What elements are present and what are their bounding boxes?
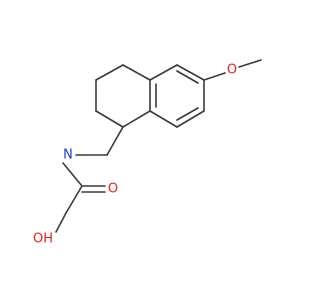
structure-canvas: O N O OH — [33, 59, 262, 247]
bond-c6-c5-inner — [176, 70, 199, 84]
bond-c1-ch2 — [106, 126, 124, 156]
bond-c8-c7-inner — [176, 107, 199, 121]
bond-c4a-c4 — [122, 64, 151, 81]
hydroxyl-label: OH — [33, 232, 53, 247]
carbonyl-oxygen-label: O — [108, 182, 118, 197]
amide-nitrogen-label: N — [63, 148, 73, 163]
bond-o-c6 — [203, 72, 226, 81]
methoxy-oxygen-label: O — [227, 63, 237, 78]
bond-methyl-o — [238, 59, 262, 68]
bond-c8a-c8 — [149, 110, 178, 128]
bond-c2-c1 — [95, 110, 124, 128]
bond-n-carbonyl — [62, 162, 83, 187]
bond-c1-c8a — [122, 110, 151, 128]
bond-carbonyl-ch2 — [65, 185, 83, 214]
molecule-diagram: O N O OH — [33, 59, 262, 247]
bond-ch2-oh — [55, 212, 67, 233]
bond-c4-c3 — [95, 64, 124, 81]
bond-c5-c4a — [149, 64, 178, 81]
bond-c8-c7 — [176, 110, 205, 128]
bonds — [55, 59, 262, 233]
bond-c6-c5 — [176, 64, 205, 81]
atom-labels: O N O OH — [33, 63, 237, 247]
